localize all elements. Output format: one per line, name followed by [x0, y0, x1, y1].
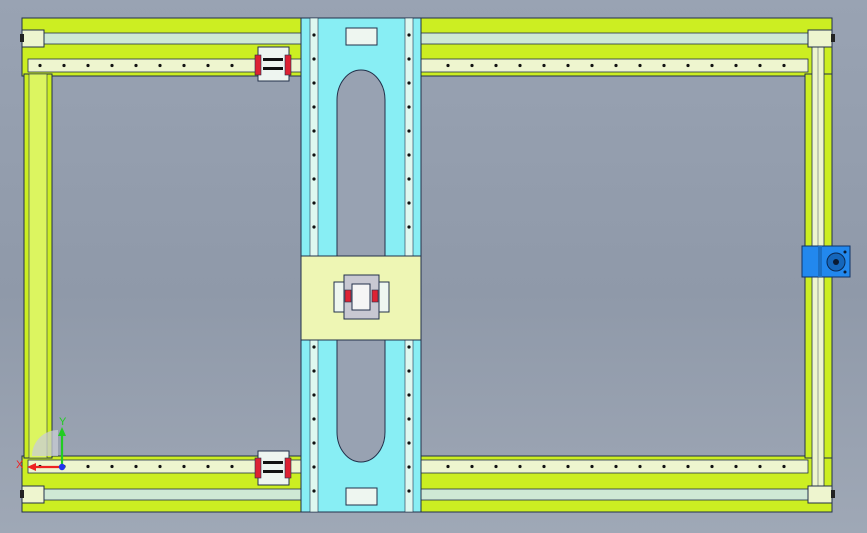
mount-hole: [638, 63, 642, 68]
mount-hole: [566, 63, 570, 68]
mount-hole: [407, 489, 411, 493]
mount-hole: [470, 63, 474, 68]
mount-hole: [312, 105, 316, 109]
mount-hole: [407, 33, 411, 37]
mount-hole: [518, 464, 522, 469]
mount-hole: [134, 63, 138, 68]
mount-hole: [312, 153, 316, 157]
mount-hole: [734, 63, 738, 68]
mount-hole: [312, 81, 316, 85]
mount-hole: [206, 464, 210, 469]
mount-hole: [566, 464, 570, 469]
mount-hole: [407, 129, 411, 133]
mount-hole: [110, 63, 114, 68]
mount-hole: [312, 441, 316, 445]
rail-mount-holes: [38, 63, 786, 469]
mount-hole: [686, 63, 690, 68]
mount-hole: [407, 153, 411, 157]
mount-hole: [182, 63, 186, 68]
gantry-rail-holes: [312, 33, 411, 493]
mount-hole: [662, 63, 666, 68]
mount-hole: [782, 464, 786, 469]
mount-hole: [312, 201, 316, 205]
mount-hole: [134, 464, 138, 469]
belt-clamp-top: [345, 27, 378, 46]
mount-hole: [407, 345, 411, 349]
mount-hole: [312, 57, 316, 61]
mount-hole: [494, 464, 498, 469]
mount-hole: [662, 464, 666, 469]
mount-hole: [407, 105, 411, 109]
mount-hole: [542, 464, 546, 469]
mount-hole: [158, 464, 162, 469]
mount-hole: [182, 464, 186, 469]
mount-hole: [638, 464, 642, 469]
mount-hole: [230, 63, 234, 68]
mount-hole: [710, 63, 714, 68]
mount-hole: [312, 225, 316, 229]
mount-hole: [86, 63, 90, 68]
mount-hole: [494, 63, 498, 68]
mount-hole: [407, 201, 411, 205]
mount-hole: [38, 63, 42, 68]
mount-hole: [86, 464, 90, 469]
mount-hole: [758, 464, 762, 469]
mount-hole: [782, 63, 786, 68]
mount-hole: [312, 489, 316, 493]
belt-clamp-bottom: [345, 487, 378, 506]
mount-hole: [407, 81, 411, 85]
mount-hole: [407, 225, 411, 229]
mount-hole: [110, 464, 114, 469]
mount-hole: [62, 63, 66, 68]
pulley-icon: [20, 29, 835, 504]
mount-hole: [686, 464, 690, 469]
mount-hole: [312, 33, 316, 37]
mount-hole: [407, 393, 411, 397]
mount-hole: [590, 464, 594, 469]
mount-hole: [407, 417, 411, 421]
mount-hole: [446, 464, 450, 469]
frame-left-beam: [23, 73, 53, 459]
linear-bearing-icon: [254, 46, 292, 486]
mount-hole: [542, 63, 546, 68]
mount-hole: [312, 393, 316, 397]
mount-hole: [312, 417, 316, 421]
mount-hole: [158, 63, 162, 68]
axis-triad-icon: Y X: [16, 416, 67, 471]
mount-hole: [407, 465, 411, 469]
mount-hole: [407, 57, 411, 61]
mount-hole: [312, 465, 316, 469]
mount-hole: [518, 63, 522, 68]
axis-y-label: Y: [59, 416, 67, 428]
mount-hole: [734, 464, 738, 469]
mount-hole: [470, 464, 474, 469]
frame-bottom-beam: [21, 455, 833, 513]
mount-hole: [407, 177, 411, 181]
axis-x-label: X: [16, 459, 24, 471]
mount-hole: [312, 345, 316, 349]
tool-carriage[interactable]: [300, 255, 422, 341]
mount-hole: [614, 464, 618, 469]
mount-hole: [614, 63, 618, 68]
mount-hole: [710, 464, 714, 469]
mount-hole: [312, 369, 316, 373]
frame-top-beam: [21, 17, 833, 77]
mount-hole: [312, 177, 316, 181]
mount-hole: [407, 441, 411, 445]
mount-hole: [312, 129, 316, 133]
mount-hole: [758, 63, 762, 68]
mount-hole: [230, 464, 234, 469]
stepper-motor-icon[interactable]: [801, 245, 851, 278]
mount-hole: [407, 369, 411, 373]
mount-hole: [590, 63, 594, 68]
mount-hole: [446, 63, 450, 68]
mount-hole: [206, 63, 210, 68]
